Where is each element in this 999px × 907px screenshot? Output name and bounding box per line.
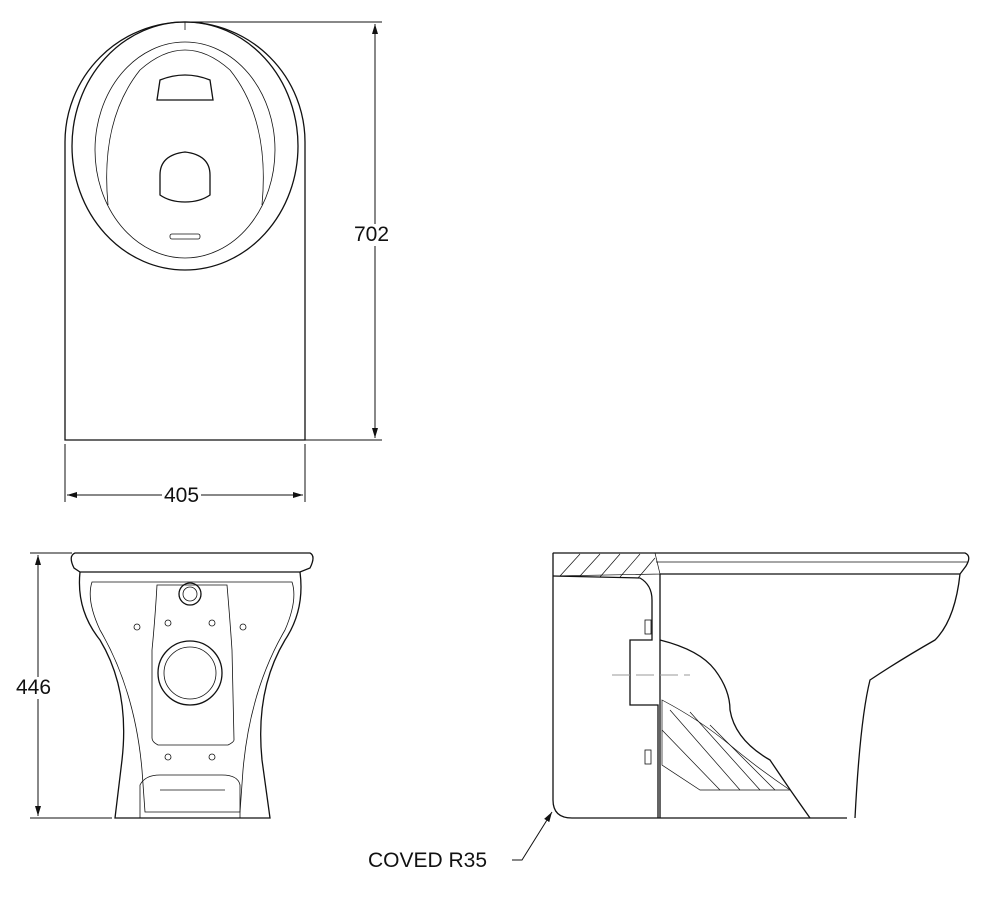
front-view <box>70 552 314 819</box>
coved-leader <box>512 811 553 861</box>
coved-note: COVED R35 <box>366 849 490 872</box>
top-view <box>64 21 306 441</box>
dimension-label-446: 446 <box>14 676 54 699</box>
dimension-label-702: 702 <box>352 223 392 246</box>
dimension-label-405: 405 <box>162 484 202 507</box>
side-view <box>552 552 970 819</box>
